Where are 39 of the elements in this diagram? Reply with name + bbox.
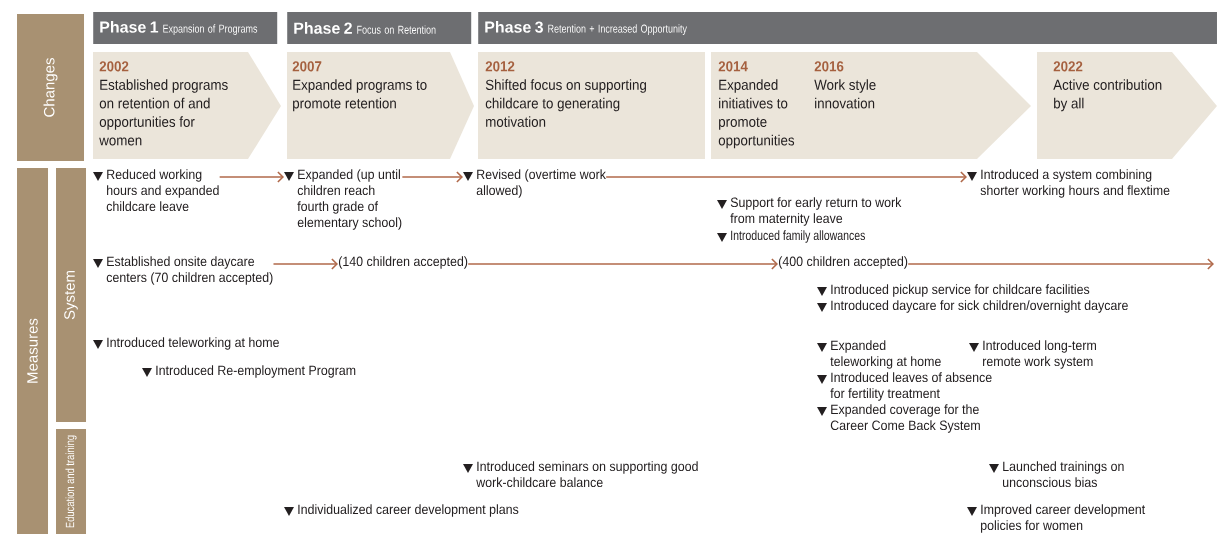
timeline-item: Revised (overtime work allowed)	[463, 169, 606, 198]
arrow	[467, 258, 778, 270]
row-header-band: Education and training	[56, 429, 86, 534]
timeline-item: Introduced daycare for sick children/overnight daycare	[817, 300, 1128, 313]
chevron-box: 2007 Expanded programs to promote retention	[287, 52, 474, 159]
timeline-item: Introduced a system combining shorter working hours and flextime	[967, 169, 1170, 198]
arrow	[272, 258, 338, 270]
phase-bar: Phase 2 Focus on Retention	[287, 12, 472, 44]
timeline-item: Introduced pickup service for childcare facilities	[817, 284, 1090, 297]
timeline-item: Introduced teleworking at home	[93, 337, 279, 350]
arrow	[401, 171, 463, 183]
arrow	[605, 171, 967, 183]
timeline-item: Individualized career development plans	[284, 504, 519, 517]
phase-bar: Phase 1 Expansion of Programs	[93, 12, 278, 44]
timeline-item: Introduced seminars on supporting good work-childcare balance	[463, 461, 698, 488]
timeline-item: Improved career development policies for women	[967, 504, 1146, 533]
timeline-item: Introduced long-term remote work system	[969, 340, 1096, 369]
chevron-box: 2022 Active contribution by all	[1037, 52, 1217, 159]
timeline-item: Support for early return to work from maternity leave	[717, 197, 902, 226]
timeline-item: Introduced family allowances	[717, 230, 865, 243]
chevron-box: 2014 Expanded initiatives to promote opportunities 2016 Work style innovation	[711, 52, 1031, 159]
row-header-band: Changes	[17, 14, 84, 161]
timeline-item: Introduced Re-employment Program	[142, 365, 356, 378]
chevron-box: 2002 Established programs on retention of and opportunities for women	[93, 52, 281, 159]
timeline-item: Introduced leaves of absence for fertility treatment	[817, 372, 992, 401]
timeline-item: (400 children accepted)	[779, 256, 908, 269]
timeline-item: Launched trainings on unconscious bias	[989, 461, 1124, 488]
arrow	[907, 258, 1214, 270]
timeline-item: Expanded teleworking at home	[817, 340, 941, 369]
timeline-item: Expanded coverage for the Career Come Back System	[817, 404, 980, 433]
chevron-box: 2012 Shifted focus on supporting childcare to generating motivation	[478, 52, 705, 159]
timeline-item: Reduced working hours and expanded childcare leave	[93, 169, 219, 212]
timeline-item: Expanded (up until children reach fourth grade of elementary school)	[284, 169, 402, 230]
phase-bar: Phase 3 Retention + Increased Opportunity	[478, 12, 1217, 44]
row-header-band: Measures	[17, 168, 48, 534]
timeline-item: Established onsite daycare centers (70 children accepted)	[93, 256, 273, 285]
arrow	[218, 171, 284, 183]
timeline-item: (140 children accepted)	[339, 256, 468, 269]
row-header-band: System	[56, 168, 86, 422]
